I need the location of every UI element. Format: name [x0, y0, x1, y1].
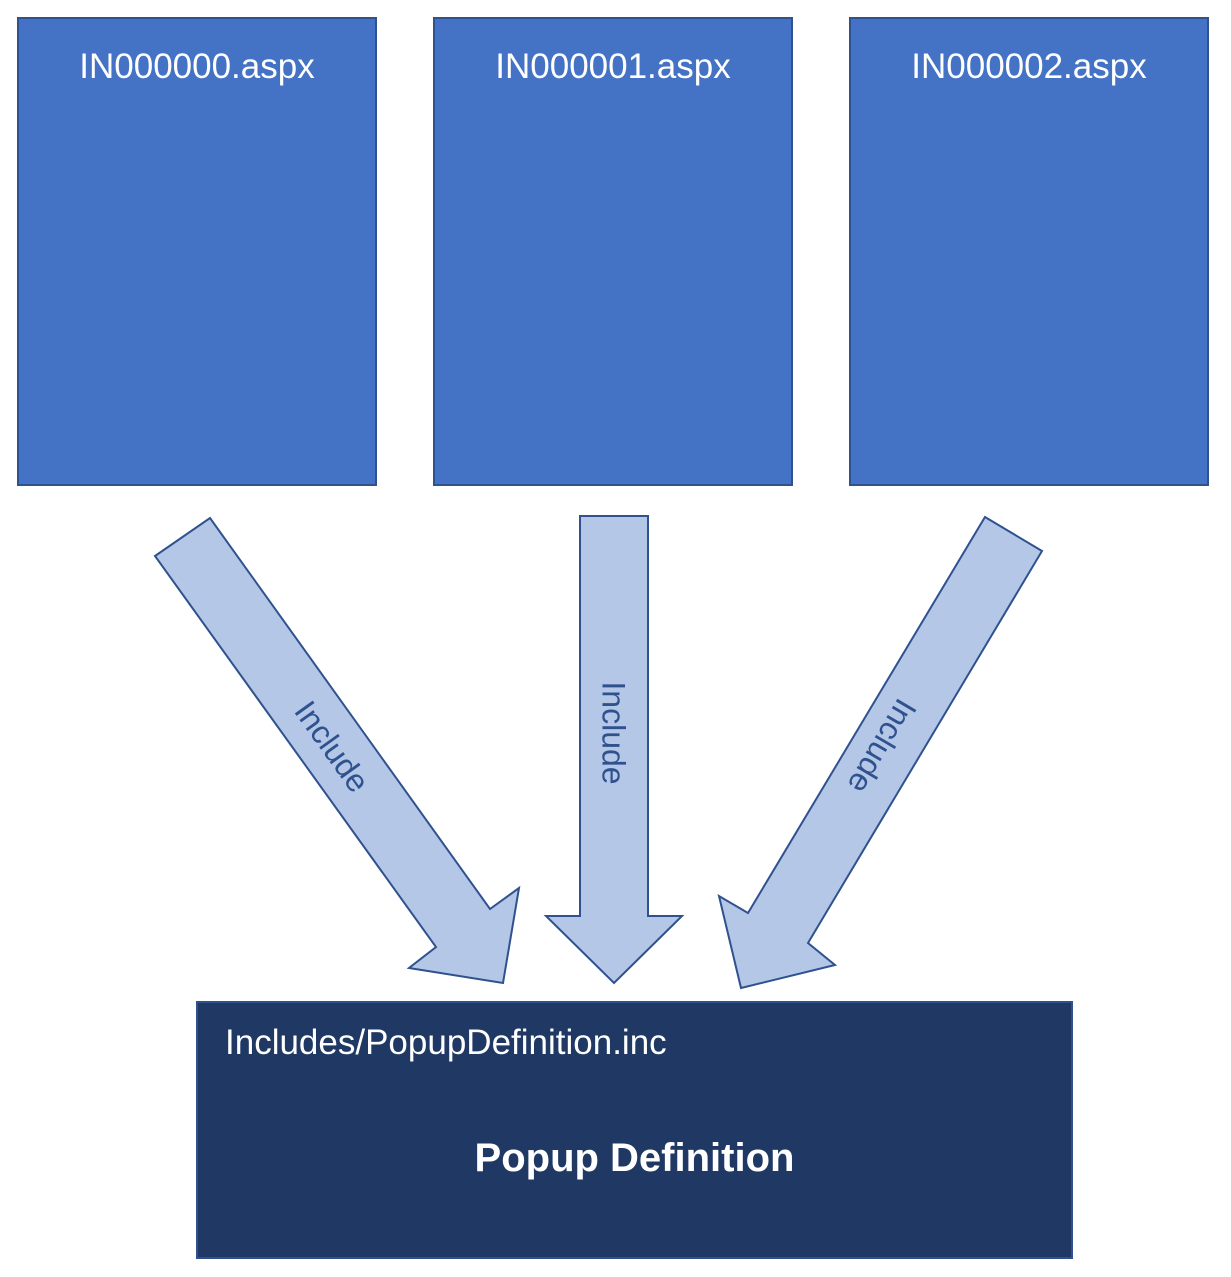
include-arrow-left: Include — [153, 516, 521, 985]
include-arrow-middle: Include — [543, 515, 685, 985]
arrow-right-shape — [717, 515, 1044, 990]
source-page-label: IN000001.aspx — [495, 47, 731, 86]
arrow-middle-label: Include — [596, 681, 632, 784]
arrow-left-shape — [153, 516, 521, 985]
include-file-path: Includes/PopupDefinition.inc — [225, 1023, 667, 1062]
source-page-label: IN000000.aspx — [79, 47, 315, 86]
source-page-box-in000001: IN000001.aspx — [433, 17, 793, 486]
arrow-middle-shape — [543, 515, 685, 985]
popup-definition-include-box: Includes/PopupDefinition.inc Popup Defin… — [196, 1001, 1073, 1259]
source-page-box-in000000: IN000000.aspx — [17, 17, 377, 486]
source-page-box-in000002: IN000002.aspx — [849, 17, 1209, 486]
source-page-label: IN000002.aspx — [911, 47, 1147, 86]
popup-definition-title: Popup Definition — [474, 1136, 795, 1180]
include-arrow-right: Include — [717, 515, 1044, 990]
